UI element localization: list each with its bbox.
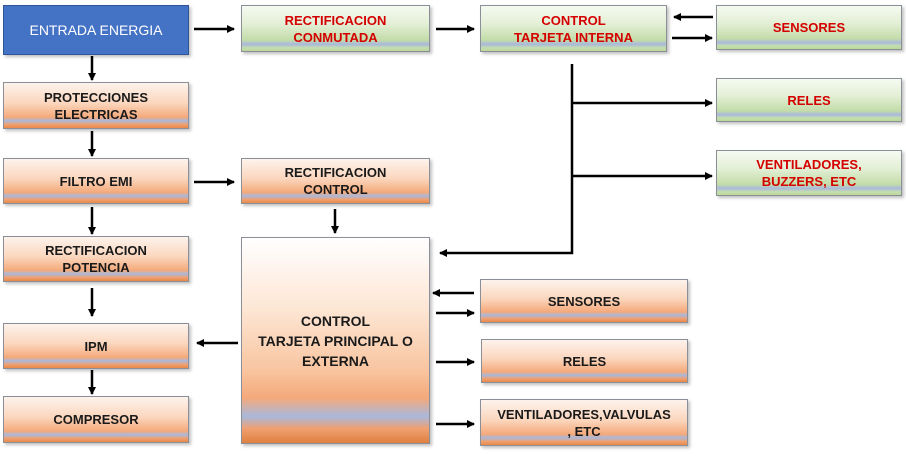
rectificacion-potencia-box: RECTIFICACION POTENCIA bbox=[3, 236, 189, 282]
reles-top-box: RELES bbox=[716, 78, 902, 122]
rectificacion-control-box: RECTIFICACION CONTROL bbox=[241, 158, 430, 204]
connector-control-interna-trunk bbox=[439, 64, 574, 257]
rectificacion-conmutada-box: RECTIFICACION CONMUTADA bbox=[241, 5, 430, 52]
filtro-emi-box: FILTRO EMI bbox=[3, 158, 189, 204]
protecciones-electricas-box: PROTECCIONES ELECTRICAS bbox=[3, 82, 189, 129]
ventiladores-buzzers-box: VENTILADORES, BUZZERS, ETC bbox=[716, 150, 902, 196]
ventiladores-valvulas-box: VENTILADORES,VALVULAS , ETC bbox=[480, 399, 688, 446]
reles-bottom-box: RELES bbox=[481, 339, 688, 383]
ipm-box: IPM bbox=[3, 323, 189, 369]
compresor-box: COMPRESOR bbox=[3, 396, 189, 443]
sensores-bottom-box: SENSORES bbox=[480, 279, 688, 323]
control-tarjeta-principal-box: CONTROL TARJETA PRINCIPAL O EXTERNA bbox=[241, 237, 430, 444]
entrada-energia-box: ENTRADA ENERGIA bbox=[3, 5, 189, 55]
sensores-top-box: SENSORES bbox=[716, 5, 902, 50]
control-tarjeta-interna-box: CONTROL TARJETA INTERNA bbox=[480, 5, 667, 52]
